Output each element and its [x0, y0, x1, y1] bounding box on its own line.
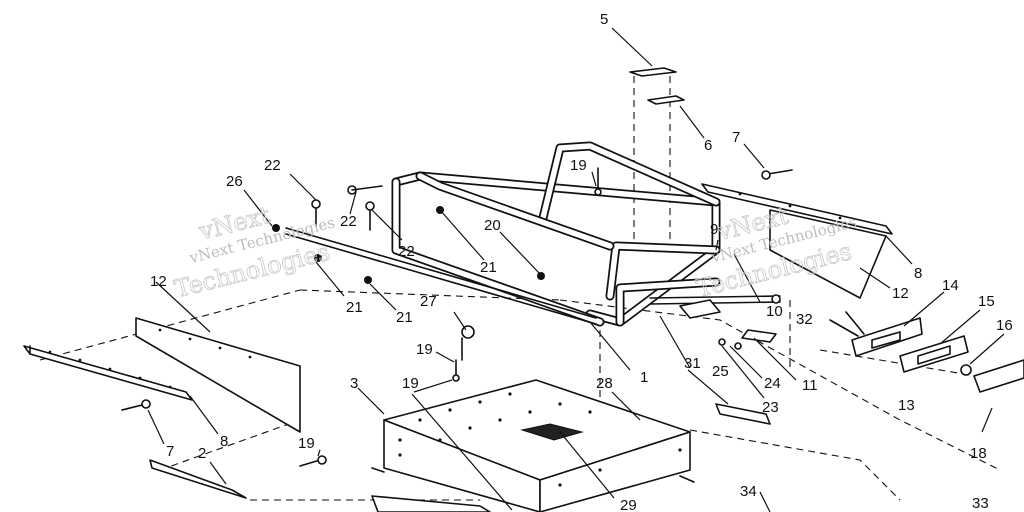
top-plate-5	[629, 67, 677, 250]
callout-21: 21	[480, 259, 497, 276]
callout-8: 8	[220, 433, 228, 450]
bottom-strip	[371, 495, 491, 512]
callout-7: 7	[166, 443, 174, 460]
callout-19: 19	[402, 375, 419, 392]
bolt-7-left	[121, 399, 151, 411]
side-panel-right-12	[769, 209, 887, 299]
callout-23: 23	[762, 399, 779, 416]
bar-2	[149, 459, 247, 499]
callout-22: 22	[398, 243, 415, 260]
cargo-box-3	[371, 379, 695, 512]
lens-15	[899, 335, 969, 373]
callout-5: 5	[600, 11, 608, 28]
callout-9: 9	[710, 221, 718, 238]
callout-24: 24	[764, 375, 781, 392]
callout-19: 19	[298, 435, 315, 452]
callout-3: 3	[350, 375, 358, 392]
callout-15: 15	[978, 293, 995, 310]
leader-lines	[147, 27, 1005, 512]
side-panel-left-12	[135, 317, 301, 433]
callout-16: 16	[996, 317, 1013, 334]
callout-13: 13	[898, 397, 915, 414]
callout-10: 10	[766, 303, 783, 320]
callout-34: 34	[740, 483, 757, 500]
callout-6: 6	[704, 137, 712, 154]
callout-21: 21	[346, 299, 363, 316]
bolt-7-right	[761, 169, 793, 180]
right-rail-bar	[973, 359, 1024, 393]
callout-12: 12	[150, 273, 167, 290]
callout-33: 33	[972, 495, 989, 512]
callout-18: 18	[970, 445, 987, 462]
angle-bar-left-8	[23, 345, 193, 401]
watermark-left: vNext vNext Technologies Technologies	[171, 201, 336, 304]
callout-8: 8	[914, 265, 922, 282]
callout-26: 26	[226, 173, 243, 190]
callout-12: 12	[892, 285, 909, 302]
callout-29: 29	[620, 497, 637, 512]
callout-19: 19	[570, 157, 587, 174]
mesh-pad-29	[520, 423, 584, 441]
callout-11: 11	[802, 377, 818, 394]
callout-31: 31	[684, 355, 701, 372]
callout-14: 14	[942, 277, 959, 294]
callout-22: 22	[264, 157, 281, 174]
callout-labels: 5 6 7 19 22 26 22 22 20 9 21 8 12 12 14 …	[150, 11, 1013, 512]
bulb-16	[960, 364, 972, 376]
strip-23	[715, 403, 771, 425]
assembly-guide-lines	[39, 289, 1001, 501]
callout-20: 20	[484, 217, 501, 234]
tubular-rack-frame	[285, 141, 781, 327]
callout-21: 21	[396, 309, 413, 326]
angle-bar-right-8	[701, 183, 893, 235]
callout-28: 28	[596, 375, 613, 392]
callout-1: 1	[640, 369, 648, 386]
callout-19: 19	[416, 341, 433, 358]
callout-7: 7	[732, 129, 740, 146]
callout-32: 32	[796, 311, 813, 328]
callout-25: 25	[712, 363, 729, 380]
plate-6	[647, 95, 685, 105]
tail-light-housing-14	[829, 311, 923, 357]
callout-27: 27	[420, 293, 437, 310]
callout-22: 22	[340, 213, 357, 230]
callout-2: 2	[198, 445, 206, 462]
